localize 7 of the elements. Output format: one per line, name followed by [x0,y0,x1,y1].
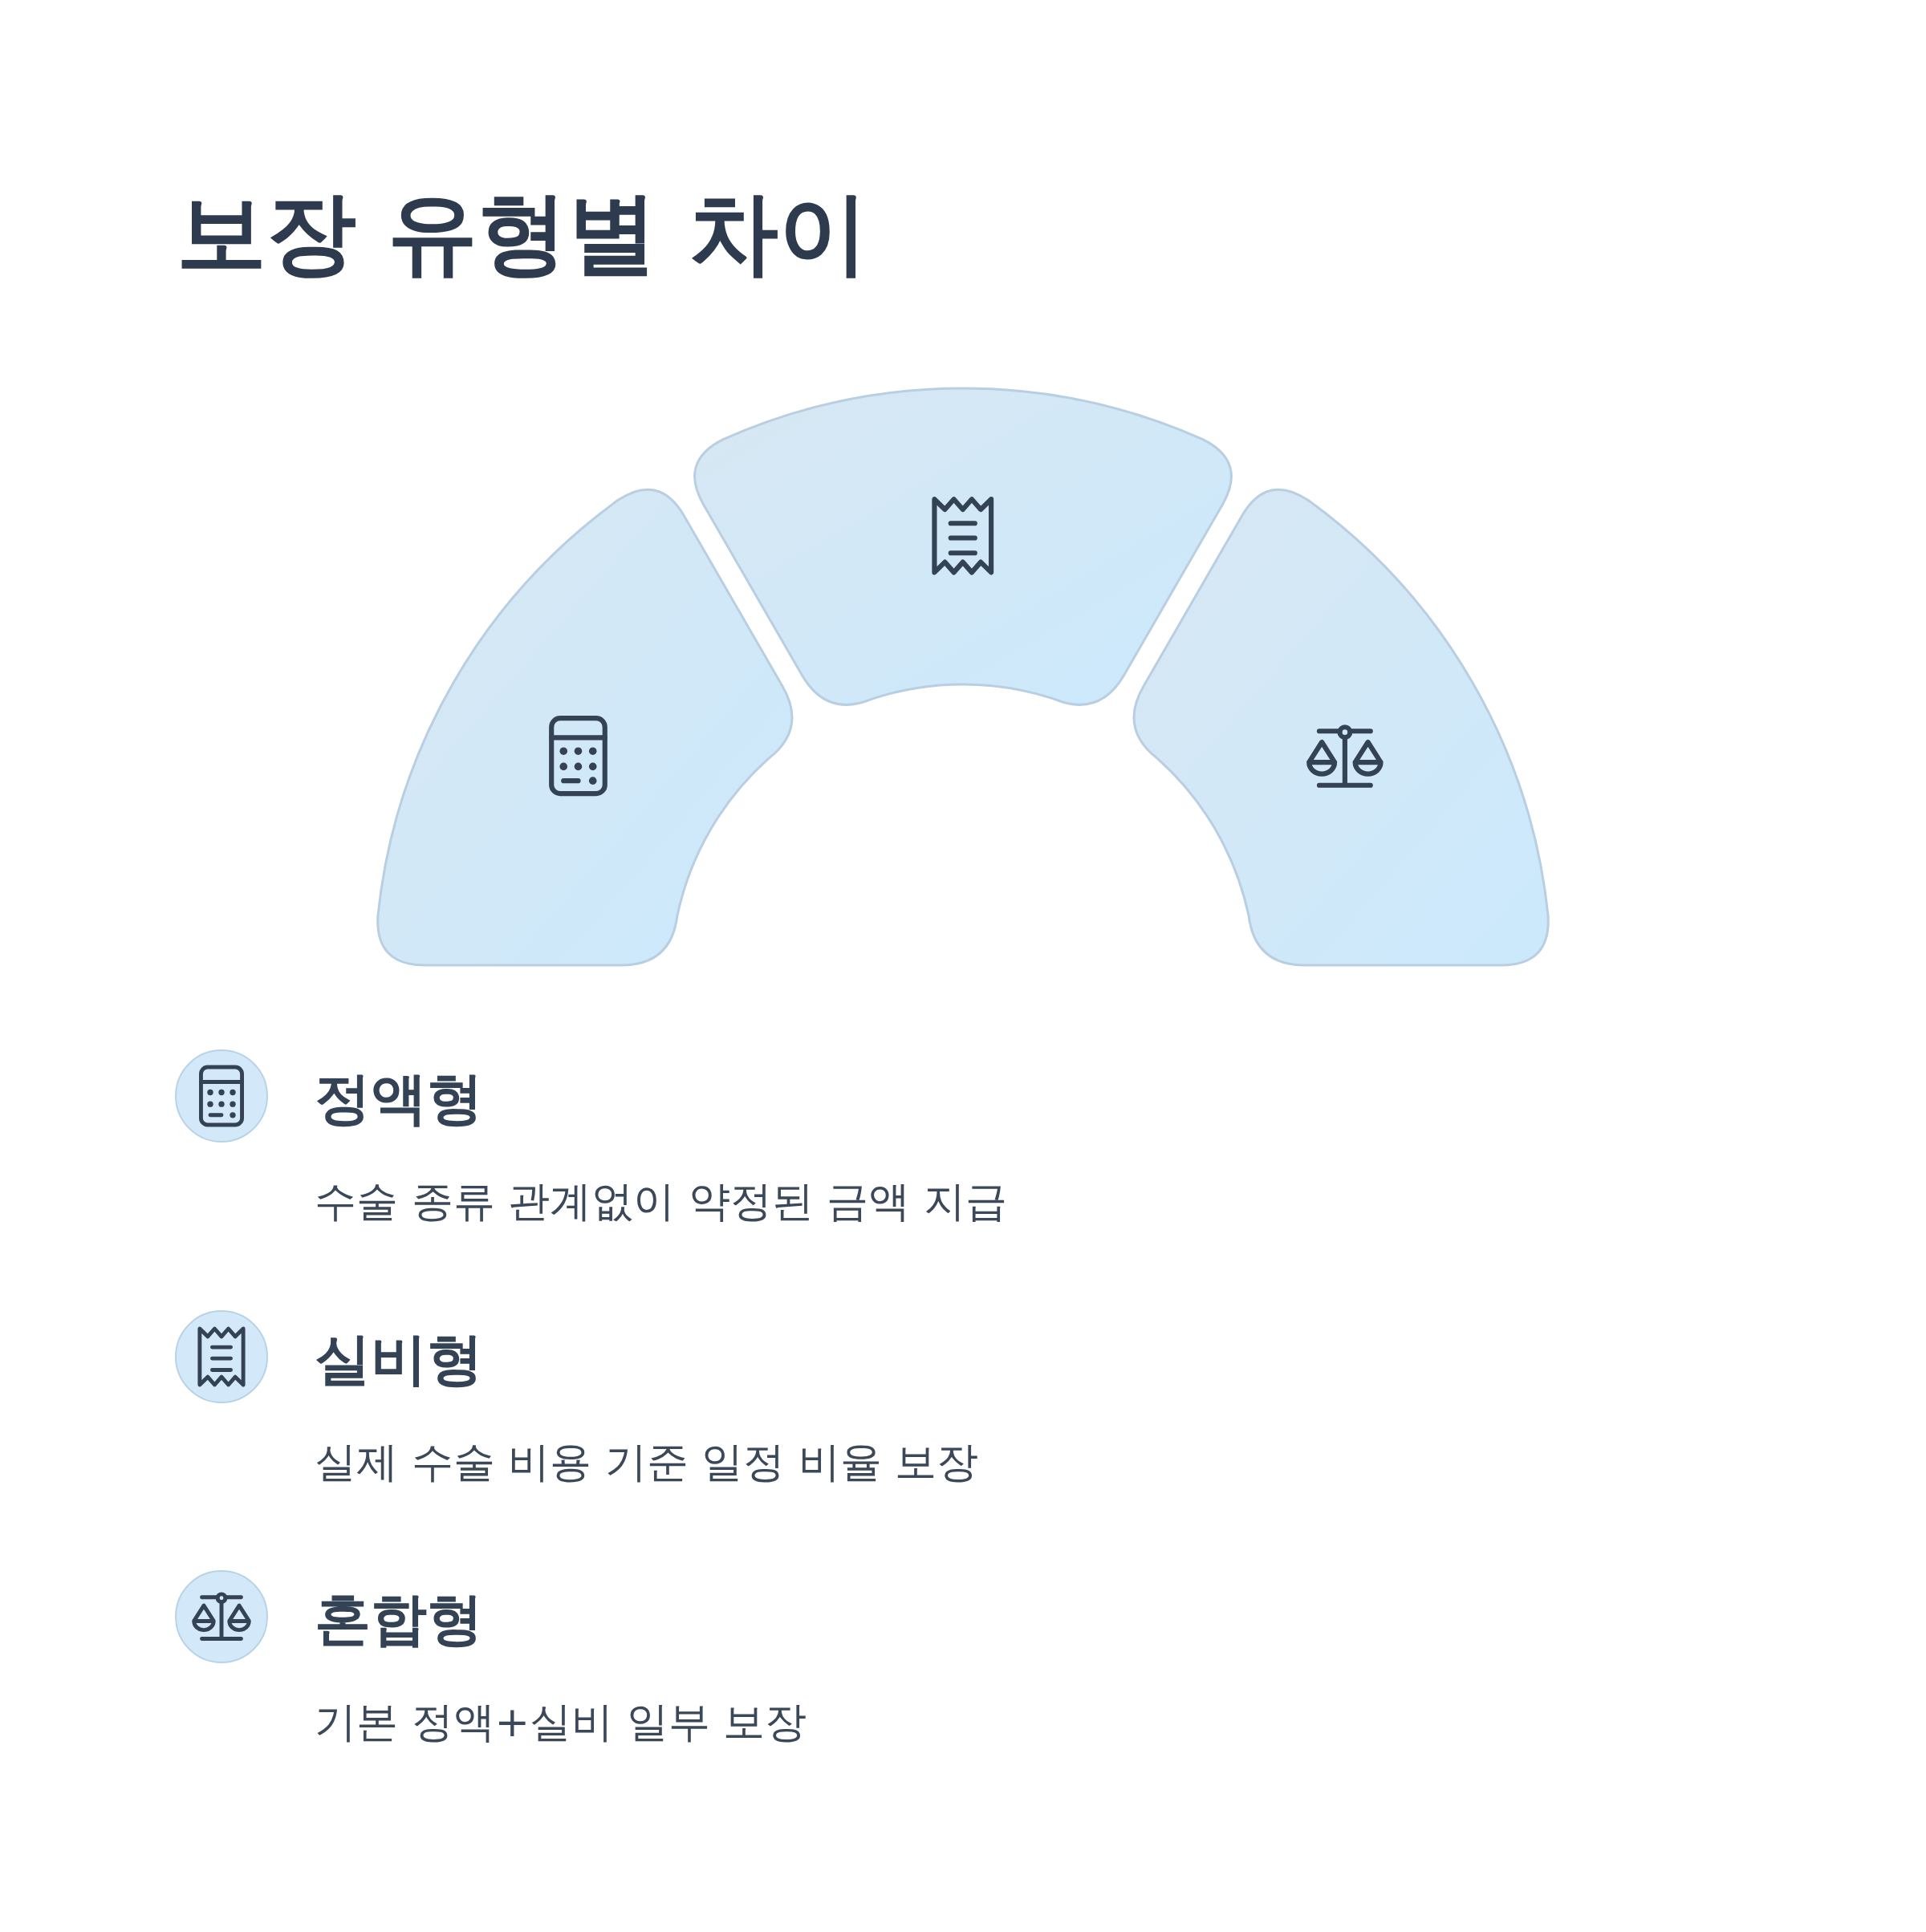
heading: 정액형 [315,1065,483,1132]
description: 수술 종류 관계없이 약정된 금액 지급 [315,1176,1007,1227]
description: 실제 수술 비용 기준 일정 비율 보장 [315,1437,979,1488]
heading: 실비형 [315,1325,483,1393]
title: 보장 유형별 차이 [177,180,868,286]
description: 기본 정액+실비 일부 보장 [315,1697,807,1747]
heading: 혼합형 [315,1585,483,1653]
